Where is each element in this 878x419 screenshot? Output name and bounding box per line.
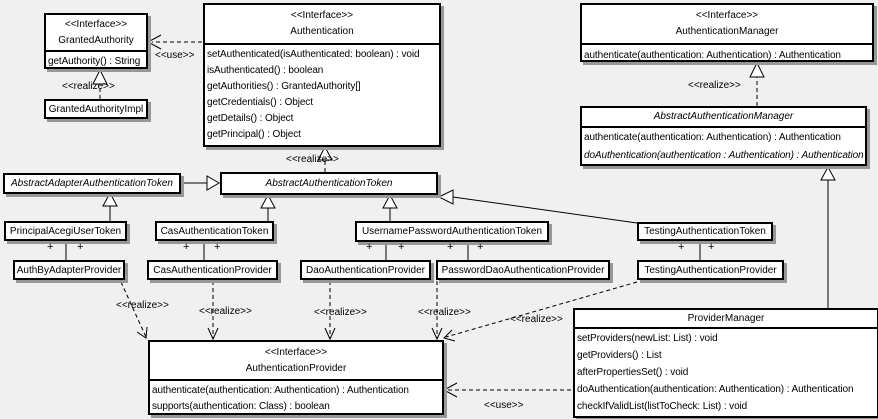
class-name: PasswordDaoAuthenticationProvider	[441, 264, 605, 276]
class-name: GrantedAuthorityImpl	[48, 103, 144, 115]
class-name: AbstractAuthenticationToken	[265, 178, 393, 189]
realize-label: <<realize>>	[418, 307, 471, 318]
method-label: getCredentials() : Object	[207, 97, 313, 108]
stereotype-label: <<Interface>>	[64, 18, 128, 30]
association-edges	[65, 241, 701, 260]
multiplicity-label: +	[183, 241, 190, 253]
use-heads	[146, 34, 458, 398]
method-label: getAuthorities() : GrantedAuthority[]	[207, 81, 361, 92]
class-name: CasAuthenticationProvider	[153, 264, 272, 276]
class-authentication-manager[interactable]: <<Interface>> AuthenticationManager auth…	[580, 3, 874, 62]
class-dao-authentication-provider[interactable]: DaoAuthenticationProvider	[300, 260, 431, 280]
class-name: UsernamePasswordAuthenticationToken	[361, 226, 543, 237]
method-label: getProviders() : List	[577, 350, 662, 361]
class-name: AuthenticationProvider	[245, 362, 347, 374]
class-name: AuthenticationManager	[675, 26, 779, 37]
use-edges	[152, 41, 571, 391]
class-name: Authentication	[290, 26, 354, 37]
realize-label: <<realize>>	[199, 306, 252, 317]
class-testing-authentication-provider[interactable]: TestingAuthenticationProvider	[637, 260, 784, 280]
method-label: setProviders(newList: List) : void	[577, 333, 718, 344]
class-name: CasAuthenticationToken	[160, 225, 269, 237]
method-label: getPrincipal() : Object	[207, 129, 301, 140]
multiplicity-label: +	[366, 241, 373, 253]
class-name: TestingAuthenticationProvider	[644, 264, 777, 276]
method-label: doAuthentication(authentication: Authent…	[577, 384, 854, 395]
class-name: AbstractAdapterAuthenticationToken	[11, 178, 173, 189]
method-label: afterPropertiesSet() : void	[577, 367, 689, 378]
stereotype-label: <<Interface>>	[290, 10, 354, 21]
class-abstract-adapter-authentication-token[interactable]: AbstractAdapterAuthenticationToken	[3, 173, 181, 194]
realization-triangle-edges	[99, 77, 758, 172]
class-name: DaoAuthenticationProvider	[306, 264, 425, 276]
realization-triangle-heads	[92, 61, 765, 161]
realize-label: <<realize>>	[116, 300, 169, 311]
method-label: supports(authentication: Class) : boolea…	[152, 401, 330, 412]
multiplicity-label: +	[477, 241, 484, 253]
method-label: authenticate(authentication: Authenticat…	[584, 50, 841, 61]
class-provider-manager[interactable]: ProviderManager setProviders(newList: Li…	[573, 308, 878, 418]
use-label: <<use>>	[484, 400, 524, 411]
multiplicity-label: +	[447, 241, 454, 253]
realize-label: <<realize>>	[62, 81, 115, 92]
class-granted-authority[interactable]: <<Interface>> GrantedAuthority getAuthor…	[44, 13, 148, 69]
generalization-edges	[102, 165, 836, 308]
realize-label: <<realize>>	[314, 307, 367, 318]
class-name: GrantedAuthority	[58, 34, 134, 46]
class-name: AbstractAuthenticationManager	[653, 111, 794, 122]
multiplicity-label: +	[214, 241, 221, 253]
method-label: isAuthenticated() : boolean	[207, 65, 324, 76]
class-granted-authority-impl[interactable]: GrantedAuthorityImpl	[44, 99, 148, 119]
class-name: PrincipalAcegiUserToken	[9, 225, 122, 237]
method-label: doAuthentication(authentication : Authen…	[584, 150, 864, 161]
multiplicity-label: +	[678, 241, 685, 253]
method-label: authenticate(authentication: Authenticat…	[584, 132, 841, 143]
class-abstract-authentication-manager[interactable]: AbstractAuthenticationManager authentica…	[580, 106, 867, 166]
class-principal-acegi-user-token[interactable]: PrincipalAcegiUserToken	[4, 221, 127, 241]
class-name: AuthByAdapterProvider	[16, 264, 122, 276]
multiplicity-label: +	[77, 241, 84, 253]
multiplicity-label: +	[47, 241, 54, 253]
class-authentication[interactable]: <<Interface>> Authentication setAuthenti…	[203, 3, 441, 147]
class-cas-authentication-provider[interactable]: CasAuthenticationProvider	[147, 260, 278, 280]
realize-label: <<realize>>	[510, 314, 563, 325]
class-testing-authentication-token[interactable]: TestingAuthenticationToken	[637, 222, 773, 241]
realization-open-edges	[120, 281, 638, 338]
class-name: ProviderManager	[687, 312, 765, 324]
multiplicity-label: +	[708, 241, 715, 253]
method-label: setAuthenticated(isAuthenticated: boolea…	[207, 49, 420, 60]
class-name: TestingAuthenticationToken	[644, 226, 766, 237]
class-cas-authentication-token[interactable]: CasAuthenticationToken	[155, 221, 274, 241]
stereotype-label: <<Interface>>	[695, 10, 759, 21]
method-label: authenticate(authentication: Authenticat…	[152, 385, 409, 396]
method-label: checkIfValidList(listToCheck: List) : vo…	[577, 401, 748, 412]
realization-open-heads	[136, 326, 456, 342]
stereotype-label: <<Interface>>	[264, 346, 328, 358]
class-username-password-authentication-token[interactable]: UsernamePasswordAuthenticationToken	[355, 221, 549, 242]
method-label: getDetails() : Object	[207, 113, 294, 124]
class-auth-by-adapter-provider[interactable]: AuthByAdapterProvider	[13, 260, 125, 280]
realize-label: <<realize>>	[688, 80, 741, 91]
class-authentication-provider[interactable]: <<Interface>> AuthenticationProvider aut…	[148, 340, 444, 415]
use-label: <<use>>	[155, 50, 195, 61]
multiplicity-label: +	[398, 241, 405, 253]
class-abstract-authentication-token[interactable]: AbstractAuthenticationToken	[220, 172, 438, 195]
method-label: getAuthority() : String	[48, 56, 141, 67]
class-password-dao-authentication-provider[interactable]: PasswordDaoAuthenticationProvider	[436, 260, 610, 280]
realize-label: <<realize>>	[286, 154, 339, 165]
